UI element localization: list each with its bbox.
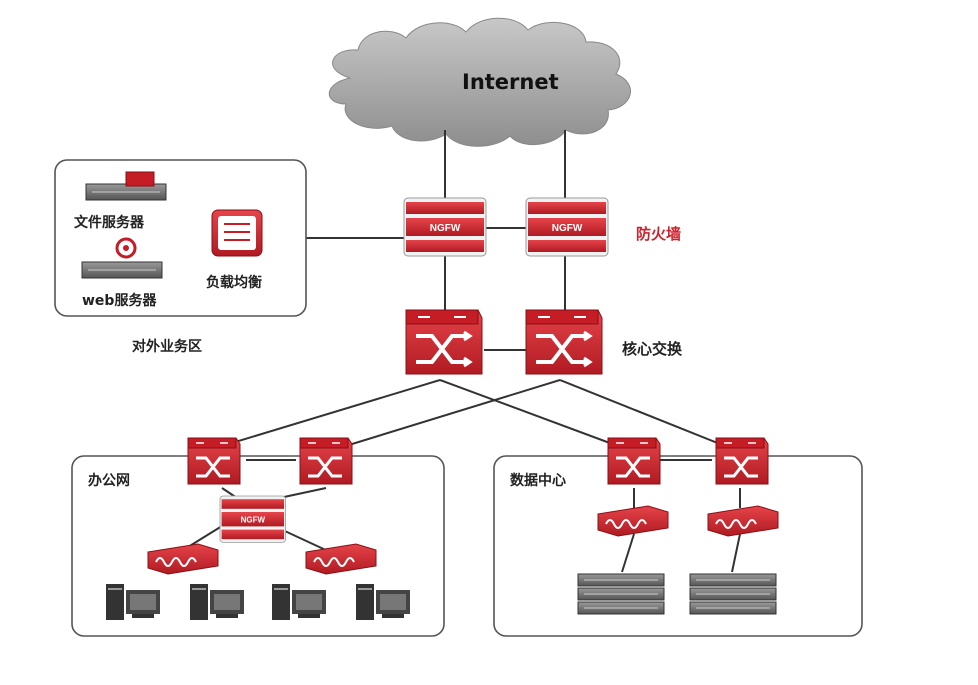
office-switch-left-icon (186, 436, 242, 486)
datacenter-zone-box (493, 455, 863, 637)
office-switch-right-icon (298, 436, 354, 486)
office-pc-1-icon (106, 584, 160, 620)
datacenter-switch-left-icon (606, 436, 662, 486)
firewall-right-icon (525, 197, 609, 257)
datacenter-switch-right-icon (714, 436, 770, 486)
internet-cloud (328, 17, 631, 147)
office-pc-2-icon (190, 584, 244, 620)
core-switch-right-icon (524, 308, 604, 376)
core-switch-left-icon (404, 308, 484, 376)
web-server-label: web服务器 (82, 293, 157, 309)
datacenter-rack-left-icon (577, 573, 665, 615)
firewall-label: 防火墙 (636, 225, 682, 243)
office-zone-box (71, 455, 445, 637)
file-server-label: 文件服务器 (74, 215, 144, 231)
datacenter-router-right-icon (707, 505, 779, 537)
web-server-icon (81, 237, 163, 279)
datacenter-router-left-icon (597, 505, 669, 537)
external-zone-box (54, 159, 307, 317)
office-router-left-icon (147, 543, 219, 575)
office-pc-4-icon (356, 584, 410, 620)
file-server-icon (85, 171, 167, 201)
internet-label: Internet (462, 70, 559, 94)
datacenter-zone-title: 数据中心 (510, 473, 566, 489)
office-firewall-icon (219, 495, 287, 543)
load-balancer-label: 负载均衡 (206, 275, 262, 291)
office-zone-title: 办公网 (88, 473, 130, 489)
office-pc-3-icon (272, 584, 326, 620)
firewall-left-icon (403, 197, 487, 257)
office-router-right-icon (305, 543, 377, 575)
datacenter-rack-right-icon (689, 573, 777, 615)
load-balancer-icon (211, 209, 263, 257)
external-zone-title: 对外业务区 (132, 339, 202, 355)
core-switch-label: 核心交换 (622, 340, 683, 358)
